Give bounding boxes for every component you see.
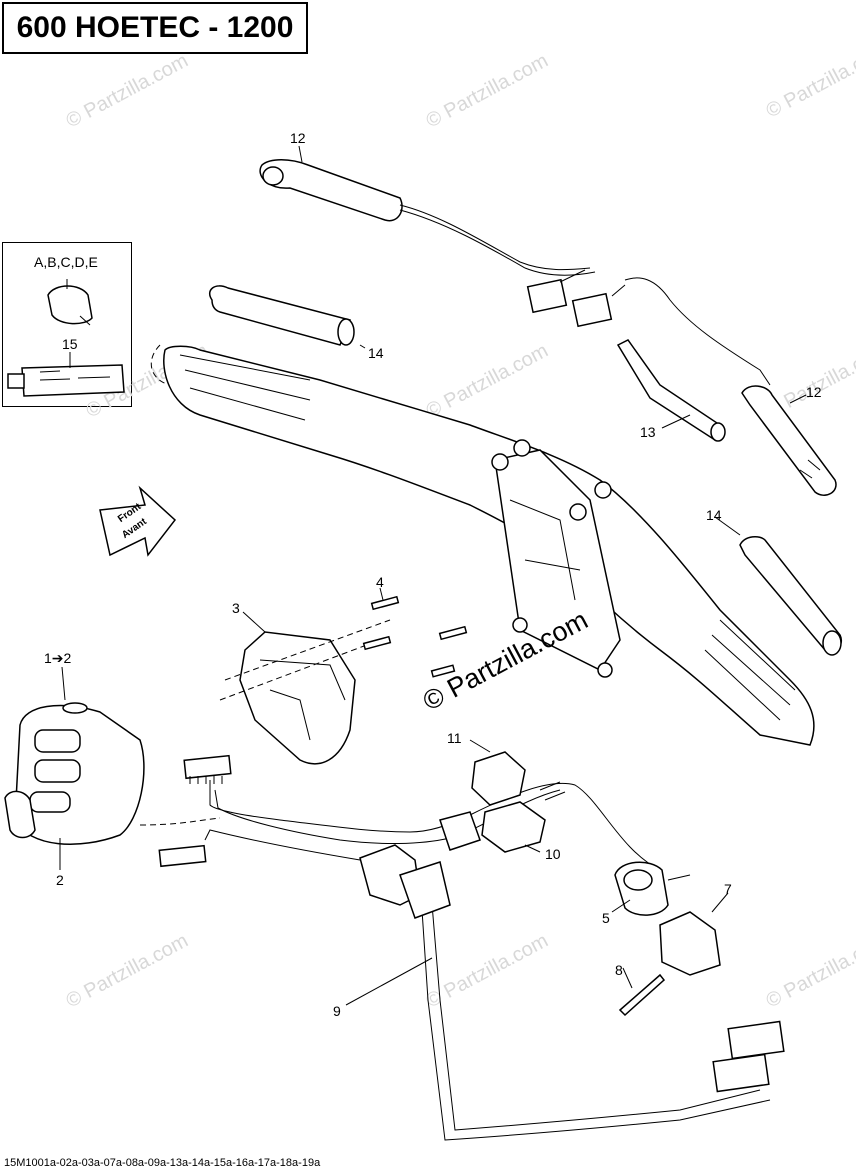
callout-4: 4 [376, 574, 384, 590]
callout-9: 9 [333, 1003, 341, 1019]
pin-part[interactable] [618, 973, 666, 1017]
callout-14-top: 14 [368, 345, 384, 361]
handlebar-part [150, 344, 815, 746]
cable-tie-kit-part[interactable] [47, 285, 93, 326]
callout-3: 3 [232, 600, 240, 616]
callout-12-top: 12 [290, 130, 306, 146]
callout-15: 15 [62, 336, 78, 352]
handlebar-switch-assembly-part[interactable] [4, 702, 221, 845]
callout-14-right: 14 [706, 507, 722, 523]
callout-kit-abcde: A,B,C,D,E [34, 254, 98, 270]
screw-part[interactable] [362, 595, 468, 678]
callout-11: 11 [447, 730, 462, 746]
callout-5: 5 [602, 910, 610, 926]
callout-13: 13 [640, 424, 656, 440]
callout-2: 2 [56, 872, 64, 888]
callout-12-right: 12 [806, 384, 822, 400]
switch-body-part[interactable] [659, 911, 721, 976]
connector-10-part[interactable] [481, 781, 566, 853]
callout-7: 7 [724, 881, 732, 897]
front-direction-arrow [99, 485, 177, 557]
grip-sleeve-top-part[interactable] [208, 285, 355, 346]
switch-housing-cover-part[interactable] [219, 619, 391, 765]
callout-8: 8 [615, 962, 623, 978]
grease-tube-part[interactable] [7, 364, 125, 397]
page-title: 600 HOETEC - 1200 [2, 2, 308, 54]
inset-box [2, 242, 132, 407]
connector-11-part[interactable] [471, 751, 526, 806]
connector-pair-top[interactable] [526, 269, 771, 386]
harness-connector-small-part[interactable] [158, 754, 232, 868]
heating-element-top-part[interactable] [259, 159, 596, 276]
tube-part[interactable] [616, 339, 726, 442]
callout-10: 10 [545, 846, 561, 862]
leader-lines [59, 145, 807, 1006]
callout-1-to-2: 1➔2 [44, 650, 72, 666]
diagram-code: 15M1001a-02a-03a-07a-08a-09a-13a-14a-15a… [4, 1157, 321, 1169]
grip-sleeve-right-part[interactable] [739, 535, 842, 656]
heating-element-right-part[interactable] [741, 385, 837, 496]
switch-knob-part[interactable] [614, 861, 691, 916]
wiring-harness-part[interactable] [204, 780, 785, 1141]
